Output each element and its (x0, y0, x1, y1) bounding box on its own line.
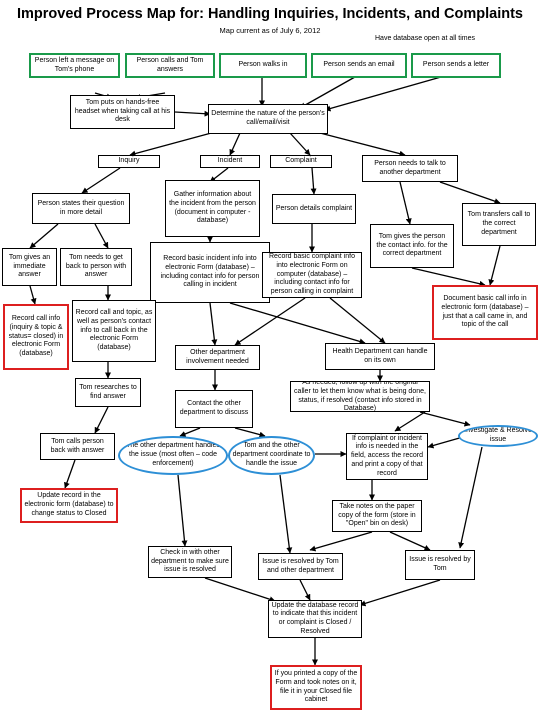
node-field-needed: If complaint or incident info is needed … (346, 433, 428, 480)
node-calls-tom: Person calls and Tom answers (125, 53, 215, 78)
node-incident: Incident (200, 155, 260, 168)
node-resolved-tom: Issue is resolved by Tom (405, 550, 475, 580)
node-left-message: Person left a message on Tom's phone (29, 53, 120, 78)
node-other-dept-needed: Other department involvement needed (175, 345, 260, 370)
node-complaint: Complaint (270, 155, 332, 168)
node-inquiry: Inquiry (98, 155, 160, 168)
node-states-question: Person states their question in more det… (32, 193, 130, 224)
node-gives-contact: Tom gives the person the contact info. f… (370, 224, 454, 268)
node-transfers-call: Tom transfers call to the correct depart… (462, 203, 536, 246)
node-follow-up: As needed, follow up with the original c… (290, 381, 430, 412)
page-subtitle: Map current as of July 6, 2012 (219, 26, 321, 35)
node-record-call-topic: Record call and topic, as well as person… (72, 300, 156, 362)
node-calls-back: Tom calls person back with answer (40, 433, 115, 460)
node-walks-in: Person walks in (219, 53, 307, 78)
node-check-in: Check in with other department to make s… (148, 546, 232, 578)
node-determine-nature: Determine the nature of the person's cal… (208, 104, 328, 134)
node-immediate-answer: Tom gives an immediate answer (2, 248, 57, 286)
node-document-basic: Document basic call info in electronic f… (432, 285, 538, 340)
node-other-dept-handles: The other department handles the issue (… (118, 436, 228, 475)
node-update-database: Update the database record to indicate t… (268, 600, 362, 638)
node-file-cabinet: If you printed a copy of the Form and to… (270, 665, 362, 710)
node-hands-free: Tom puts on hands-free headset when taki… (70, 95, 175, 129)
node-gather-info: Gather information about the incident fr… (165, 180, 260, 237)
node-resolved-both: Issue is resolved by Tom and other depar… (258, 553, 343, 580)
node-record-incident: Record basic incident info into electron… (150, 242, 270, 303)
node-record-complaint: Record basic complaint info into electro… (262, 252, 362, 298)
node-investigate: Investigate & Resolve issue (458, 425, 538, 447)
database-note: Have database open at all times (375, 35, 476, 42)
node-researches: Tom researches to find answer (75, 378, 141, 407)
page-title: Improved Process Map for: Handling Inqui… (17, 6, 523, 22)
node-talk-other-dept: Person needs to talk to another departme… (362, 155, 458, 182)
node-contact-other-dept: Contact the other department to discuss (175, 390, 253, 428)
node-sends-letter: Person sends a letter (411, 53, 501, 78)
node-health-dept: Health Department can handle on its own (325, 343, 435, 370)
node-take-notes: Take notes on the paper copy of the form… (332, 500, 422, 532)
node-sends-email: Person sends an email (311, 53, 407, 78)
node-update-closed: Update record in the electronic form (da… (20, 488, 118, 523)
node-record-call-info: Record call info (inquiry & topic & stat… (3, 304, 69, 370)
node-details-complaint: Person details complaint (272, 194, 356, 224)
node-get-back: Tom needs to get back to person with ans… (60, 248, 132, 286)
node-coordinate: Tom and the other department coordinate … (228, 436, 315, 475)
